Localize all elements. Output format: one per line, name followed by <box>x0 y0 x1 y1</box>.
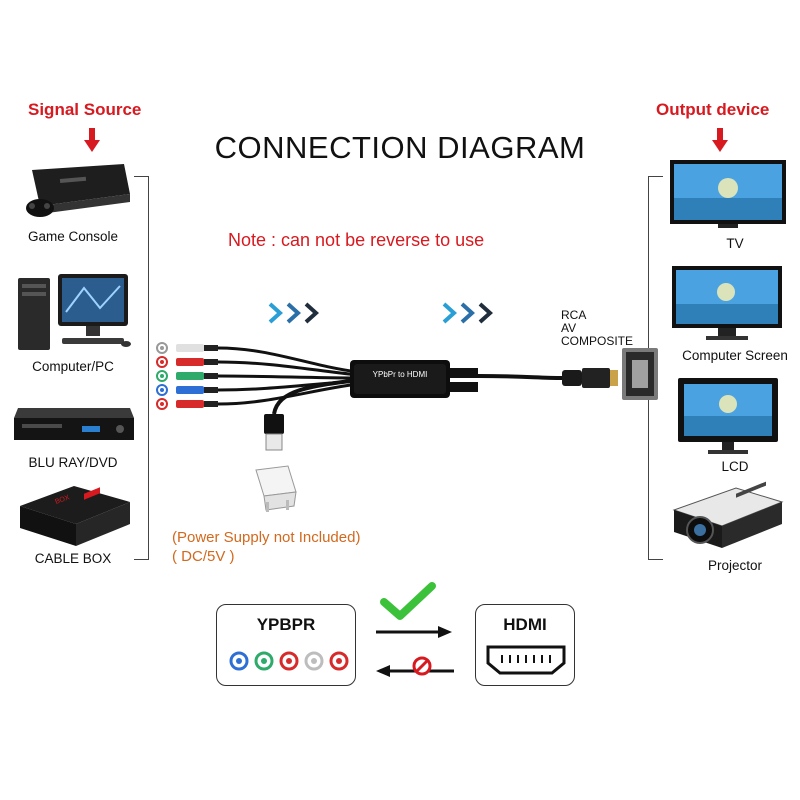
computer-pc-icon <box>14 268 134 359</box>
output-label-av: AV <box>561 321 577 335</box>
computer-screen-icon <box>670 264 784 349</box>
signal-source-heading: Signal Source <box>28 100 142 119</box>
device-label: Computer Screen <box>682 348 788 363</box>
output-label-rca: RCA <box>561 308 587 322</box>
tv-icon <box>668 158 788 235</box>
power-note-line2: ( DC/5V ) <box>172 548 235 565</box>
cable-assembly <box>150 330 660 525</box>
arrow-down-icon <box>84 128 100 159</box>
power-supply-note: (Power Supply not Included) ( DC/5V ) <box>172 528 360 566</box>
device-label: Projector <box>707 558 763 573</box>
diagram-title: CONNECTION DIAGRAM <box>214 130 586 165</box>
ypbpr-label: YPBPR <box>256 615 316 634</box>
prohibited-icon <box>411 655 433 682</box>
projector-icon <box>666 480 786 561</box>
device-label: BLU RAY/DVD <box>28 455 118 470</box>
device-label: LCD <box>721 459 749 474</box>
source-bracket <box>134 176 149 560</box>
forward-arrow-icon <box>374 624 454 645</box>
direction-chevrons-icon <box>440 298 502 333</box>
device-label: Computer/PC <box>32 359 114 374</box>
hdmi-legend-box: HDMI <box>475 604 575 686</box>
reverse-warning-note: Note : can not be reverse to use <box>228 230 485 250</box>
device-label: CABLE BOX <box>34 551 112 566</box>
lcd-monitor-icon <box>676 376 780 463</box>
rca-plug-icon <box>156 342 168 410</box>
output-device-heading: Output device <box>656 100 770 119</box>
output-label-composite: COMPOSITE <box>561 334 634 348</box>
converter-label: YPbPr to HDMI <box>372 370 428 379</box>
hdmi-port-icon <box>486 645 566 680</box>
device-label: Game Console <box>27 229 119 244</box>
cable-box-icon: BOX <box>14 484 134 555</box>
checkmark-icon <box>378 582 438 627</box>
power-note-line1: (Power Supply not Included) <box>172 529 361 546</box>
power-adapter-icon <box>255 465 297 512</box>
svg-text:BOX: BOX <box>54 494 71 506</box>
ypbpr-connectors-icon <box>227 649 351 678</box>
game-console-icon <box>12 160 132 231</box>
arrow-down-icon <box>712 128 728 159</box>
device-label: TV <box>726 236 744 251</box>
hdmi-label: HDMI <box>503 615 547 634</box>
ypbpr-legend-box: YPBPR <box>216 604 356 686</box>
bluray-player-icon <box>12 400 136 455</box>
direction-chevrons-icon <box>266 298 328 333</box>
